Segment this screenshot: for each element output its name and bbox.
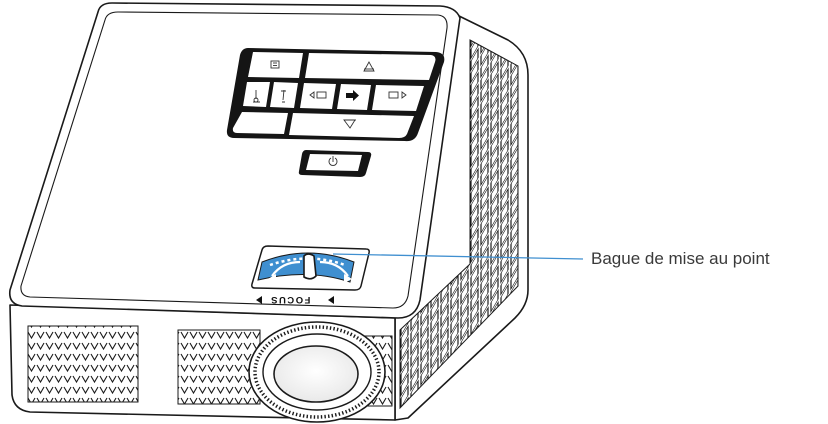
- focus-text: FOCUS: [270, 294, 311, 305]
- callout-leader-line: [332, 253, 584, 260]
- focus-right-marker-icon: [328, 296, 334, 304]
- resize-icon: [388, 91, 399, 99]
- callout-label: Bague de mise au point: [591, 249, 770, 268]
- menu-icon: [270, 60, 280, 69]
- lamp-warning-icon: [281, 89, 286, 103]
- left-button[interactable]: [300, 83, 336, 109]
- front-vent-middle: [177, 329, 261, 405]
- focus-lever[interactable]: [303, 253, 317, 280]
- right-arrow-icon: [401, 91, 407, 99]
- lamp-indicator: [270, 82, 298, 108]
- keystone-up-icon: [363, 61, 375, 72]
- focus-ring-window: [251, 245, 370, 291]
- power-icon: [328, 156, 338, 166]
- front-vent-left: [27, 325, 139, 403]
- temp-indicator: [243, 82, 270, 107]
- side-vent: [399, 39, 519, 410]
- lens: [248, 321, 386, 423]
- temperature-warning-icon: [253, 90, 260, 103]
- left-arrow-icon: [309, 91, 315, 99]
- enter-arrow-icon: [346, 90, 359, 101]
- top-bevel: [20, 11, 448, 309]
- top-face: [8, 2, 461, 319]
- control-panel: [226, 48, 445, 142]
- power-button[interactable]: [298, 150, 372, 177]
- focus-arrows-icon: [271, 260, 349, 277]
- source-icon: [316, 91, 327, 99]
- focus-text-group: FOCUS: [270, 294, 311, 305]
- focus-left-marker-icon: [256, 296, 262, 304]
- keystone-up-button[interactable]: [305, 53, 436, 80]
- menu-button[interactable]: [248, 52, 303, 78]
- blank-button[interactable]: [232, 112, 288, 134]
